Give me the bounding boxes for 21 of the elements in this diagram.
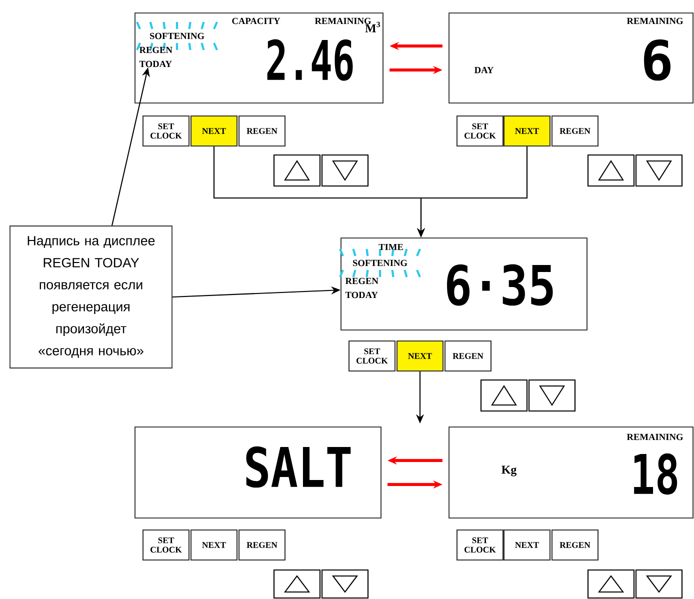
- keypad-button: REGEN: [238, 529, 286, 561]
- keypad-button: NEXT: [503, 529, 551, 561]
- keypad-button: SET CLOCK: [142, 115, 190, 147]
- keypad-button: NEXT: [190, 115, 238, 147]
- keypad-button: NEXT: [503, 115, 551, 147]
- keypad-button: NEXT: [396, 340, 444, 372]
- lcd-display: REMAINING DAY 6: [448, 12, 694, 104]
- keypad-button: REGEN: [238, 115, 286, 147]
- lcd-display: TIME SOFTENING REGEN TODAY 6·35: [339, 237, 588, 331]
- keypad-button: REGEN: [551, 529, 599, 561]
- callout-box: Надпись на дисплее REGEN TODAY появляется если регенерация произойдет «сегодня ночью»: [10, 226, 172, 368]
- keypad-button: SET CLOCK: [142, 529, 190, 561]
- keypad-button: REGEN: [444, 340, 492, 372]
- lcd-display: SALT: [134, 426, 382, 519]
- keypad-button: NEXT: [190, 529, 238, 561]
- keypad-button: SET CLOCK: [348, 340, 396, 372]
- lcd-display: REMAINING Kg 18: [448, 426, 694, 519]
- keypad-button: SET CLOCK: [456, 529, 504, 561]
- keypad-button: SET CLOCK: [456, 115, 504, 147]
- keypad-button: REGEN: [551, 115, 599, 147]
- indicator-text: REGEN TODAY: [139, 46, 172, 68]
